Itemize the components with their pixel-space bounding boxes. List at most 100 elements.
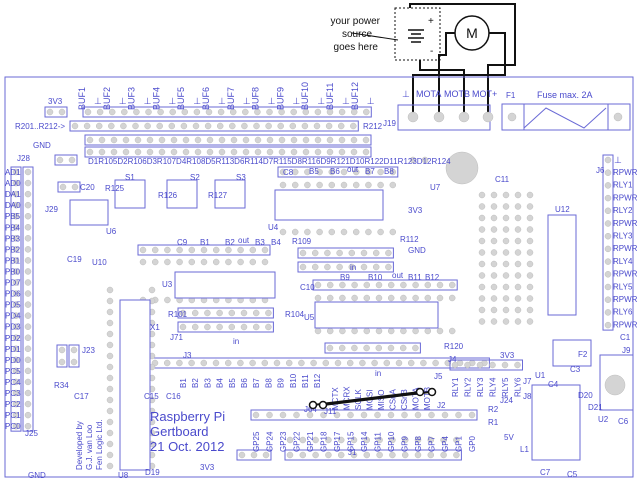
label-u3: U3 — [162, 280, 173, 289]
pin-pc0: PC0 — [5, 422, 21, 431]
label-b4: B4 — [271, 238, 281, 247]
label-u1: U1 — [535, 371, 546, 380]
gpio-gp11: GP11 — [374, 432, 383, 452]
spi-mcrx: MCRX — [343, 386, 352, 410]
pin-da0: DA0 — [5, 201, 21, 210]
label-out2: out — [238, 236, 250, 245]
label-r104: R104 — [285, 310, 305, 319]
label-c19: C19 — [67, 255, 82, 264]
label-v3-right: 3V3 — [500, 351, 515, 360]
pin-pc5: PC5 — [5, 367, 21, 376]
switch-s3 — [214, 179, 246, 209]
pin-pb3: PB3 — [5, 234, 21, 243]
annotation-line2: source — [342, 29, 372, 40]
label-j5: J5 — [434, 372, 443, 381]
relay-pin-label: RLY5 — [613, 282, 633, 291]
label-u10: U10 — [92, 258, 107, 267]
j3-b7: B7 — [252, 378, 261, 388]
relay-pin-label: RPWR — [613, 320, 638, 329]
j3-b6: B6 — [240, 378, 249, 388]
j3-b5: B5 — [228, 378, 237, 388]
svg-text:⊥: ⊥ — [317, 96, 325, 106]
label-j29: J29 — [45, 205, 58, 214]
label-b7: B7 — [365, 167, 375, 176]
board-title: 21 Oct. 2012 — [150, 439, 224, 454]
label-c7: C7 — [540, 468, 551, 477]
developer-credit: Fen Logic Ltd. — [95, 419, 104, 470]
label-v3-top: 3V3 — [48, 97, 63, 106]
svg-text:⊥: ⊥ — [292, 96, 300, 106]
label-j6: J6 — [596, 166, 605, 175]
label-v5: 5V — [504, 433, 514, 442]
label-c15: C15 — [144, 392, 159, 401]
label-f1: F1 — [506, 91, 516, 100]
gpio-gp9: GP9 — [401, 435, 410, 452]
j4-rly3: RLY3 — [476, 377, 485, 397]
label-c11: C11 — [495, 175, 510, 184]
label-d21: D21 — [588, 403, 603, 412]
gpio-gp0: GP0 — [468, 435, 477, 452]
label-c20: C20 — [80, 183, 95, 192]
buffer-label-8: BUF8 — [251, 87, 261, 110]
pin-pc4: PC4 — [5, 378, 21, 387]
relay-pin-label: RPWR — [613, 219, 638, 228]
pin-pb4: PB4 — [5, 223, 21, 232]
label-j28: J28 — [17, 154, 30, 163]
svg-text:⊥: ⊥ — [614, 155, 622, 165]
gpio-gp22: GP22 — [293, 431, 302, 452]
label-j71: J71 — [170, 333, 183, 342]
label-r34: R34 — [54, 381, 69, 390]
j3-b11: B11 — [301, 374, 310, 388]
relay-pin-label: RLY1 — [613, 181, 633, 190]
label-c9: C9 — [177, 238, 188, 247]
gpio-gp25: GP25 — [252, 431, 261, 452]
pin-pb2: PB2 — [5, 245, 21, 254]
label-u6: U6 — [106, 227, 117, 236]
chip-u5 — [314, 301, 439, 329]
relay-pin-label: RPWR — [613, 244, 638, 253]
spi-motb: MOTB — [423, 387, 432, 410]
gpio-gp17: GP17 — [333, 431, 342, 452]
motor-header-label: MOTB — [444, 89, 470, 99]
spi-mota: MOTA — [412, 387, 421, 410]
gpio-gp10: GP10 — [387, 431, 396, 452]
label-gnd-mid: GND — [408, 246, 426, 255]
buffer-label-3: BUF3 — [127, 87, 137, 110]
svg-text:⊥: ⊥ — [243, 96, 251, 106]
svg-text:⊥: ⊥ — [367, 96, 375, 106]
label-r112: R112 — [400, 235, 419, 244]
label-j3: J3 — [183, 351, 192, 360]
label-out1: out — [347, 165, 359, 174]
label-x1: X1 — [150, 323, 160, 332]
label-j1: J1 — [348, 448, 357, 457]
relay-pin-label: RLY2 — [613, 206, 633, 215]
gpio-gp21: GP21 — [306, 431, 315, 452]
chip-u8 — [119, 299, 151, 471]
pin-pb5: PB5 — [5, 212, 21, 221]
j3-b10: B10 — [289, 373, 298, 388]
label-u8: U8 — [118, 471, 129, 480]
label-c10: C10 — [300, 283, 315, 292]
battery-plus: + — [428, 16, 434, 27]
label-j8: J8 — [523, 392, 532, 401]
label-b9: B9 — [340, 273, 350, 282]
label-l1: L1 — [520, 445, 529, 454]
label-b3: B3 — [255, 238, 265, 247]
label-r109: R109 — [292, 237, 312, 246]
label-c1: C1 — [620, 333, 631, 342]
relay-pin-label: RLY6 — [613, 308, 633, 317]
label-j2: J2 — [437, 401, 446, 410]
gpio-gp18: GP18 — [320, 431, 329, 452]
relay-pin-label: RLY3 — [613, 232, 633, 241]
chip-u7 — [445, 151, 479, 185]
j4-rly2: RLY2 — [464, 377, 473, 397]
relay-pin-label: RPWR — [613, 295, 638, 304]
label-j64: J64 — [304, 405, 317, 414]
label-gnd-left: GND — [33, 141, 51, 150]
label-c4: C4 — [548, 380, 559, 389]
label-j23: J23 — [82, 346, 95, 355]
buffer-label-6: BUF6 — [201, 87, 211, 110]
regulator-l1 — [531, 384, 581, 461]
pin-pc3: PC3 — [5, 389, 21, 398]
label-b12: B12 — [425, 273, 440, 282]
